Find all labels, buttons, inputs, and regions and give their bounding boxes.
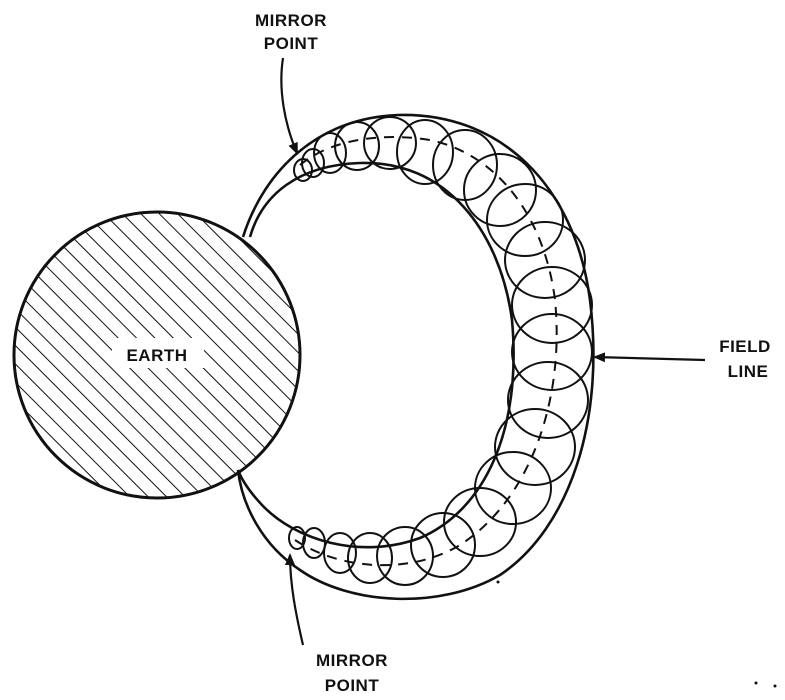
guiding-center-dashed-line xyxy=(295,137,557,565)
gyration-loop xyxy=(464,154,536,226)
gyration-loop xyxy=(324,533,356,573)
mirror-point-bottom-label-line2: POINT xyxy=(325,676,380,695)
gyration-loop xyxy=(487,184,563,256)
gyration-loop xyxy=(302,149,324,177)
mirror-point-top-label-line1: MIRROR xyxy=(255,11,327,30)
gyration-loop xyxy=(303,528,325,558)
gyration-loop xyxy=(364,117,416,169)
gyration-loop xyxy=(397,120,453,184)
gyration-loop xyxy=(411,513,475,577)
earth-label: EARTH xyxy=(126,346,187,365)
scan-specks xyxy=(497,581,777,688)
field-line-label-line2: LINE xyxy=(728,362,769,381)
field-line-label-line1: FIELD xyxy=(719,337,771,356)
mirror-point-top-label-line2: POINT xyxy=(264,34,319,53)
field-line-arrow xyxy=(595,357,705,360)
gyration-loop xyxy=(508,362,588,438)
gyration-loop xyxy=(444,488,516,556)
mirror-point-bottom-label-line1: MIRROR xyxy=(316,651,388,670)
mirror-point-top-arrow xyxy=(281,58,297,153)
gyration-loop xyxy=(495,409,575,485)
